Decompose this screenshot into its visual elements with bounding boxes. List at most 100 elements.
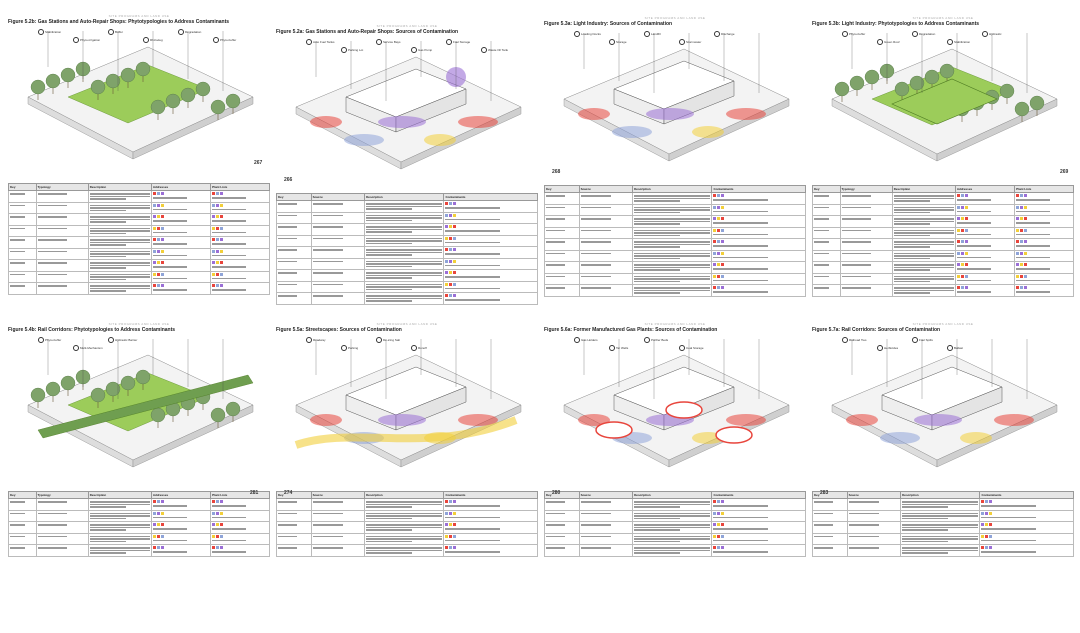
- contaminant-swatch: [212, 249, 216, 253]
- table-row: [276, 269, 538, 282]
- table-header-cell: Description: [364, 491, 445, 499]
- figure-title: Figure 5.3b: Light Industry: Phytotypolo…: [812, 21, 980, 27]
- contaminant-swatch: [152, 534, 156, 538]
- contaminant-swatch: [717, 263, 721, 266]
- table-cell: [210, 224, 270, 237]
- contaminant-swatch: [445, 282, 449, 286]
- contaminant-swatch: [449, 225, 453, 228]
- table-cell: [812, 226, 841, 239]
- contaminant-swatch: [449, 271, 453, 274]
- contaminant-swatch: [156, 534, 160, 538]
- table-cell: [35, 282, 89, 295]
- table-cell: [891, 192, 956, 205]
- table-row: [276, 211, 538, 224]
- table-cell: [812, 249, 841, 262]
- table-header-cell: Key: [812, 491, 848, 499]
- table-cell: [711, 215, 806, 228]
- contaminant-swatch: [216, 284, 220, 287]
- site-illustration: [295, 41, 522, 170]
- table-cell: [150, 270, 212, 283]
- table-cell: [8, 224, 37, 237]
- table-cell: [891, 261, 956, 274]
- table-cell: [846, 521, 902, 534]
- contaminant-swatch: [220, 534, 224, 538]
- contaminant-swatch: [453, 259, 457, 263]
- contaminant-swatch: [216, 261, 220, 264]
- table-cell: [35, 509, 89, 522]
- contaminant-swatch: [989, 546, 993, 549]
- contaminant-swatch: [216, 215, 220, 218]
- table-cell: [954, 249, 1016, 262]
- table-cell: [8, 190, 37, 203]
- contaminant-swatch: [721, 546, 725, 549]
- table-cell: [839, 249, 893, 262]
- page-number: 269: [1060, 169, 1069, 175]
- contaminant-swatch: [220, 500, 224, 503]
- table-cell: [150, 544, 212, 557]
- callout-label: Hydraulic Barrier: [108, 337, 137, 343]
- contaminant-swatch: [445, 546, 449, 549]
- table-cell: [544, 544, 580, 557]
- contaminant-swatch: [160, 272, 164, 276]
- table-cell: [210, 498, 270, 511]
- contaminant-swatch: [453, 523, 457, 526]
- table-cell: [150, 282, 212, 295]
- table-cell: [310, 498, 366, 511]
- table-cell: [310, 246, 366, 259]
- table-cell: [150, 190, 212, 203]
- contaminant-swatch: [445, 225, 449, 228]
- table-cell: [210, 532, 270, 545]
- contaminant-swatch: [717, 228, 721, 232]
- callout-label: Gas Holders: [574, 337, 598, 343]
- table-cell: [1014, 192, 1074, 205]
- table-cell: [711, 544, 806, 557]
- contaminant-swatch: [1024, 217, 1028, 220]
- contaminant-swatch: [721, 240, 725, 243]
- contaminant-swatch: [152, 500, 156, 503]
- table-cell: [443, 211, 538, 224]
- table-cell: [891, 226, 956, 239]
- table-row: [544, 532, 806, 545]
- contaminant-swatch: [212, 192, 216, 195]
- contaminant-swatch: [713, 205, 717, 209]
- callout-label: Purifier Beds: [644, 337, 668, 343]
- table-header-cell: Source: [310, 491, 366, 499]
- table-header-cell: Key: [276, 193, 312, 201]
- table-row: [812, 532, 1074, 545]
- contaminant-swatch: [981, 534, 985, 538]
- contaminant-swatch: [160, 284, 164, 287]
- contaminant-swatch: [964, 286, 968, 289]
- contaminant-swatch: [445, 534, 449, 538]
- table-cell: [35, 224, 89, 237]
- table-cell: [276, 498, 312, 511]
- contaminant-swatch: [445, 511, 449, 515]
- table-cell: [711, 249, 806, 262]
- table-cell: [900, 521, 981, 534]
- callout-label: Phyto-buffer: [842, 31, 865, 37]
- callout-label: Rhizodeg: [143, 37, 163, 43]
- contaminant-swatch: [989, 523, 993, 526]
- contaminant-swatch: [956, 263, 960, 266]
- contaminant-swatch: [220, 238, 224, 241]
- contaminant-swatch: [220, 523, 224, 526]
- contaminant-swatch: [1016, 228, 1020, 232]
- table-cell: [578, 498, 634, 511]
- table-cell: [87, 509, 152, 522]
- table-cell: [443, 521, 538, 534]
- contaminant-swatch: [717, 251, 721, 255]
- table-row: [276, 246, 538, 259]
- contaminant-swatch: [449, 213, 453, 217]
- contaminant-swatch: [160, 261, 164, 264]
- contaminant-swatch: [960, 274, 964, 278]
- callout-label: Auto Fuel Tanks: [306, 39, 334, 45]
